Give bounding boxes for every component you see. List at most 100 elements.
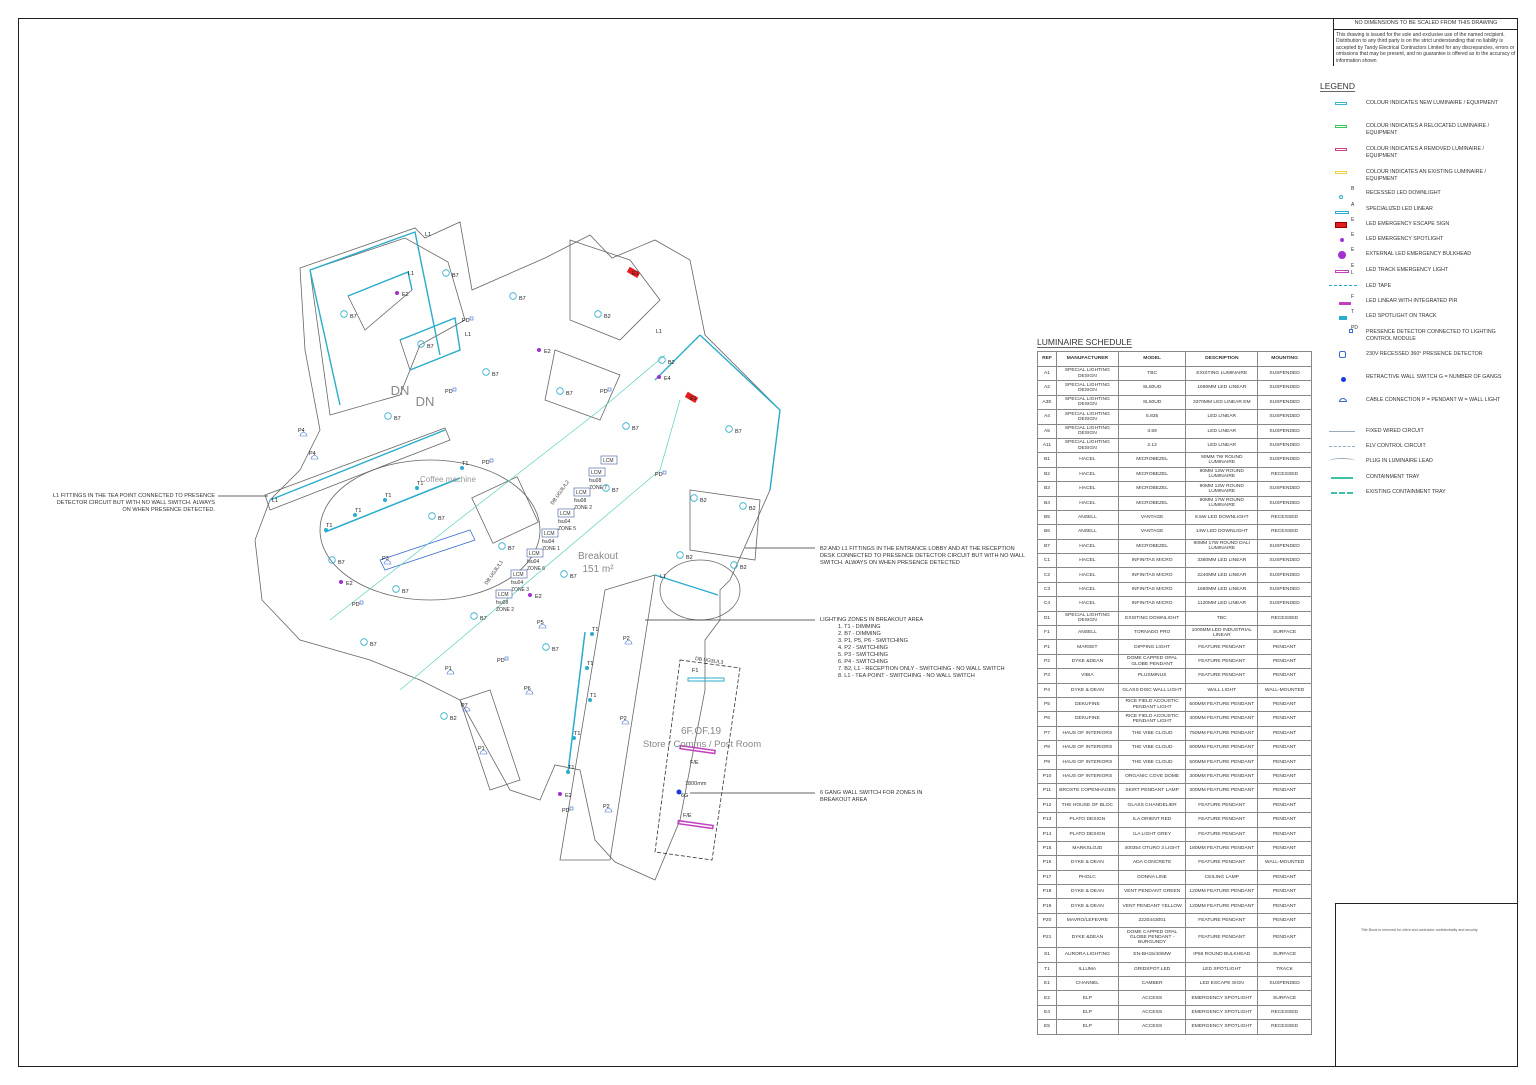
fixture-b7: B7 (428, 512, 445, 522)
fixture-label: B7 (508, 546, 515, 552)
fixture-t1: T1 (585, 661, 593, 670)
presence-detector-icon (359, 600, 364, 605)
fixture-label: P5 (537, 620, 544, 626)
table-cell: A4 (1037, 409, 1057, 425)
table-cell: F1 (1037, 625, 1057, 641)
room-code-store: 6F.OF.19 (681, 726, 721, 737)
lcm-zone: ZONE 7 (589, 485, 607, 491)
table-cell: MICROBEZEL (1117, 466, 1187, 483)
room-name-breakout: Breakout (578, 551, 618, 562)
legend-label: 230V RECESSED 360° PRESENCE DETECTOR (1366, 351, 1483, 357)
track-lines (324, 477, 586, 773)
legend-item: FIXED WIRED CIRCUIT (1325, 428, 1515, 448)
fixture-e1: E1 (626, 266, 641, 279)
cable-connection-icon (1329, 397, 1355, 409)
db-label: DB UG3L/L1 (484, 559, 505, 586)
table-cell: A5 (1037, 423, 1057, 439)
table-cell: ACCESS (1117, 1004, 1187, 1021)
presence-detector-icon (489, 458, 494, 463)
table-cell: MICROBEZEL (1117, 481, 1187, 497)
table-cell: HACEL (1055, 567, 1119, 583)
table-cell: B4 (1037, 495, 1057, 511)
lcm-zone: ZONE 6 (527, 566, 545, 572)
emergency-spotlight-icon (528, 593, 532, 597)
note-lobby: B2 AND L1 FITTINGS IN THE ENTRANCE LOBBY… (820, 546, 1025, 566)
table-cell: SUSPENDED (1257, 409, 1312, 425)
legend-item: COLOUR INDICATES A REMOVED LUMINAIRE / E… (1325, 146, 1515, 166)
downlight-icon (417, 340, 425, 348)
lcm-box (573, 487, 591, 497)
table-cell: PENDANT (1257, 812, 1312, 828)
fixture-label: B2 (740, 565, 747, 571)
presence-detector-icon (504, 656, 509, 661)
fixture-label: L1 (425, 232, 431, 238)
legend-symbol-tag: A (1351, 202, 1355, 208)
fixture-b7: B7 (392, 585, 409, 595)
table-cell: HAUS OF INTERIORS (1055, 725, 1119, 742)
table-cell: 400354 OTURO 3 LIGHT (1117, 840, 1187, 857)
fixture-b7: B7 (417, 340, 434, 350)
zone-item: 1. T1 - DIMMING (838, 624, 881, 630)
room-name-store: Store / Comms / Post Room (643, 739, 761, 750)
table-cell: FEATURE PENDANT (1185, 812, 1259, 828)
table-cell: RECESSED (1257, 466, 1312, 483)
containment-trays (329, 354, 681, 691)
table-cell: PENDANT (1257, 668, 1312, 684)
downlight-icon (328, 556, 336, 564)
presence-detector-icon (607, 387, 612, 392)
table-cell: PENDANT (1257, 725, 1312, 742)
table-cell: E4 (1037, 1004, 1057, 1021)
table-cell: TORNADO PRO (1117, 625, 1187, 641)
lcm-zone: ZONE 1 (542, 546, 560, 552)
fixture-label: P3 (382, 556, 389, 562)
table-cell: THE VIBE CLOUD (1117, 754, 1187, 770)
legend-label: CABLE CONNECTION P = PENDANT W = WALL LI… (1366, 397, 1501, 403)
table-cell: VENT PENDANT YELLOW (1117, 898, 1187, 914)
table-cell: ELP (1055, 1004, 1119, 1021)
table-cell: P11 (1037, 783, 1057, 799)
table-cell: 1000MM LED INDUSTRIAL LINEAR (1185, 625, 1259, 641)
table-cell: GRIDSPOT LED (1117, 961, 1187, 978)
fixture-label: T1 (587, 661, 593, 667)
track-spotlight-icon (590, 632, 594, 636)
fixture-label: P2 (603, 804, 610, 810)
emergency-spotlight-icon (339, 580, 343, 584)
fixture-label: T1 (574, 731, 580, 737)
table-cell: IP66 ROUND BULKHEAD (1185, 947, 1259, 963)
fixture-label: E1 (690, 396, 697, 402)
table-cell: PENDANT (1257, 869, 1312, 886)
fixture-t1: T1 (590, 627, 598, 636)
table-cell: SUSPENDED (1257, 365, 1312, 382)
table-cell: HAUS OF INTERIORS (1055, 754, 1119, 770)
table-cell: HACEL (1055, 481, 1119, 497)
track-spotlight-icon (460, 466, 464, 470)
lcm-label: LCM (603, 458, 614, 464)
table-cell: 2.12 (1117, 437, 1187, 454)
table-cell: DYKE & DEAN (1055, 682, 1119, 698)
table-cell: 2240MM LED LINEAR (1185, 567, 1259, 583)
legend-symbol-tag: PD (1351, 325, 1358, 331)
table-cell: EXISTING DOWNLIGHT (1117, 610, 1187, 627)
leader-lines (218, 495, 815, 794)
table-cell: 180MM FEATURE PENDANT (1185, 840, 1259, 857)
table-cell: HACEL (1055, 596, 1119, 612)
presence-detector-icon (469, 316, 474, 321)
downlight-icon (560, 570, 568, 578)
lcm-box (600, 455, 618, 465)
disclaimer-text: This drawing is issued for the sole and … (1336, 31, 1516, 64)
table-cell: 90MM 17W ROUND LUMINAIRE (1185, 495, 1259, 511)
lighting-control-module: LCM (600, 455, 618, 465)
walls (254, 221, 781, 881)
table-cell: HAUS OF INTERIORS (1055, 768, 1119, 785)
table-cell: HACEL (1055, 581, 1119, 598)
table-cell: BROSTE COPENHAGEN (1055, 783, 1119, 799)
fixture-label: L1 (465, 332, 471, 338)
